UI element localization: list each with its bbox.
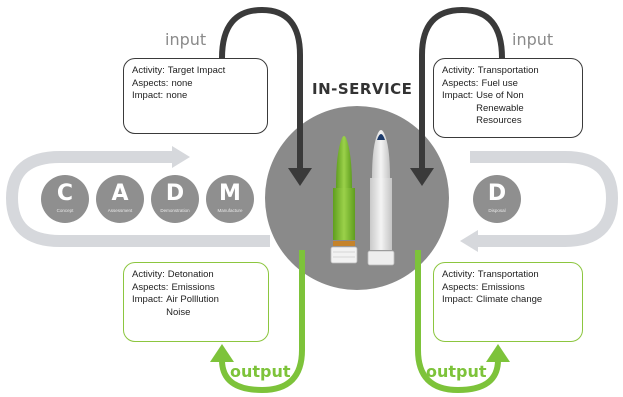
impact-label: Impact:	[132, 90, 164, 101]
aspects-label: Aspects:	[442, 281, 479, 293]
right-track-loop	[470, 151, 619, 247]
left-track-arrowhead	[172, 146, 190, 168]
aspects-row: Aspects:Emissions	[442, 282, 574, 295]
stage-disposal: D Disposal	[473, 175, 521, 223]
grey-shell-icon	[367, 130, 395, 266]
stage-demonstration: D Demonstration	[151, 175, 199, 223]
activity-value: Transportation	[477, 65, 539, 76]
activity-value: Transportation	[477, 269, 539, 280]
aspects-label: Aspects:	[442, 77, 479, 89]
stage-concept: C Concept	[41, 175, 89, 223]
stage-word: Concept	[56, 208, 74, 213]
aspects-value: Fuel use	[481, 77, 518, 89]
activity-value: Detonation	[167, 269, 214, 280]
left-track-loop	[5, 151, 270, 247]
impact-value: Use of Non Renewable Resources	[476, 90, 524, 126]
impact-value: none	[166, 90, 188, 101]
aspects-value: Emissions	[481, 281, 525, 293]
input-label-left: input	[165, 30, 207, 49]
green-shell-icon	[330, 136, 358, 264]
stage-word: Disposal	[488, 208, 506, 213]
stage-letter: D	[165, 181, 185, 206]
activity-value: Target Impact	[167, 65, 226, 76]
output-left-arrow	[219, 250, 305, 394]
stage-letter: C	[56, 181, 74, 206]
stage-letter: D	[487, 181, 507, 206]
input-right-arrow	[419, 6, 505, 172]
activity-label: Activity:	[442, 65, 475, 76]
input-left-arrow	[219, 6, 303, 172]
aspects-row: Aspects:none	[132, 78, 259, 91]
activity-row: Activity:Transportation	[442, 269, 574, 282]
aspects-row: Aspects:Emissions	[132, 282, 260, 295]
impact-row: Impact:Climate change	[442, 294, 574, 307]
impact-row: Impact:none	[132, 90, 259, 103]
impact-row: Impact:Use of Non Renewable Resources	[442, 90, 574, 128]
output-label-left: output	[230, 362, 291, 381]
stage-word: Demonstration	[160, 208, 190, 213]
impact-row: Impact:Air Polllution Noise	[132, 294, 260, 319]
stage-word: Manufacture	[217, 208, 243, 213]
stage-word: Assessment	[107, 208, 133, 213]
output-box-left: Activity:Detonation Aspects:Emissions Im…	[123, 262, 269, 342]
aspects-value: Emissions	[171, 281, 215, 293]
activity-row: Activity:Transportation	[442, 65, 574, 78]
impact-label: Impact:	[442, 294, 474, 305]
stage-letter: M	[219, 181, 241, 206]
right-track-arrowhead	[460, 230, 478, 252]
output-box-right: Activity:Transportation Aspects:Emission…	[433, 262, 583, 342]
stage-letter: A	[111, 181, 129, 206]
input-label-right: input	[512, 30, 554, 49]
activity-label: Activity:	[132, 65, 165, 76]
impact-value: Air Polllution Noise	[166, 294, 219, 318]
impact-label: Impact:	[132, 294, 164, 305]
stage-assessment: A Assessment	[96, 175, 144, 223]
input-box-right: Activity:Transportation Aspects:Fuel use…	[433, 58, 583, 138]
aspects-label: Aspects:	[132, 281, 169, 293]
activity-row: Activity:Detonation	[132, 269, 260, 282]
in-service-hub	[265, 106, 449, 290]
activity-label: Activity:	[442, 269, 475, 280]
diagram-title: IN-SERVICE	[312, 80, 413, 98]
impact-value: Climate change	[476, 294, 543, 305]
activity-label: Activity:	[132, 269, 165, 280]
aspects-label: Aspects:	[132, 77, 169, 89]
aspects-row: Aspects:Fuel use	[442, 78, 574, 91]
impact-label: Impact:	[442, 90, 474, 101]
aspects-value: none	[171, 77, 193, 89]
output-right-arrow	[415, 250, 501, 394]
activity-row: Activity:Target Impact	[132, 65, 259, 78]
output-label-right: output	[426, 362, 487, 381]
stage-manufacture: M Manufacture	[206, 175, 254, 223]
input-box-left: Activity:Target Impact Aspects:none Impa…	[123, 58, 268, 134]
